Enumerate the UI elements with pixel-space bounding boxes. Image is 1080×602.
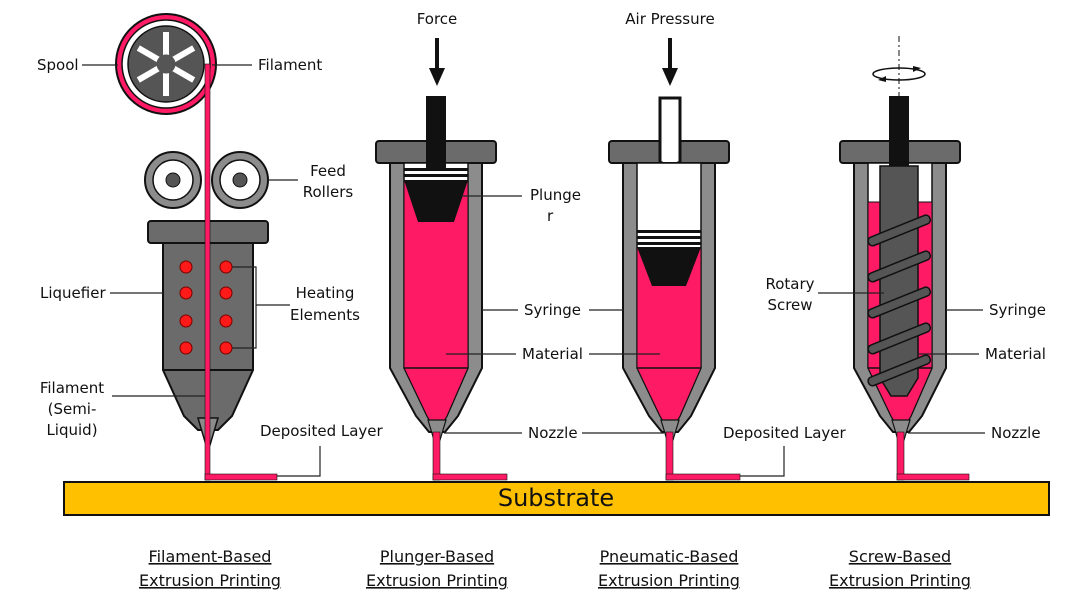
filament-semi-liquid-label-2: (Semi- (48, 400, 97, 418)
pneumatic-extrudate (665, 431, 674, 481)
caption-screw-1: Screw-Based (849, 547, 951, 566)
filament-label: Filament (258, 56, 322, 74)
plunger-label-2: r (547, 207, 554, 225)
caption-filament-2: Extrusion Printing (139, 571, 281, 590)
rotary-screw-label: Rotary (765, 275, 814, 293)
rotary-screw-label-2: Screw (767, 296, 812, 314)
feed-roller-right (211, 151, 269, 209)
plunger-based-extruder: Force Plunge r Syringe Material Nozzle (375, 10, 583, 481)
caption-pneumatic-2: Extrusion Printing (598, 571, 740, 590)
plunger-head (404, 180, 468, 222)
caption-plunger-1: Plunger-Based (380, 547, 494, 566)
substrate-bar (63, 481, 1050, 516)
material-label-2: Material (985, 345, 1046, 363)
pneumatic-based-extruder: Air Pressure Deposited Layer (582, 10, 847, 481)
material-label-1: Material (522, 345, 583, 363)
pneumatic-piston (637, 247, 701, 286)
plunger-extrudate (432, 431, 441, 481)
plunger-rod (426, 96, 446, 170)
syringe-label-1: Syringe (524, 301, 581, 319)
deposited-layer-label-1: Deposited Layer (260, 422, 384, 440)
screw-extrudate (896, 431, 905, 481)
caption-screw-2: Extrusion Printing (829, 571, 971, 590)
air-pressure-label: Air Pressure (625, 10, 714, 28)
caption-plunger-2: Extrusion Printing (366, 571, 508, 590)
force-label: Force (417, 10, 458, 28)
filament-strand (204, 63, 211, 481)
caption-filament-1: Filament-Based (149, 547, 272, 566)
nozzle-label-1: Nozzle (528, 424, 578, 442)
liquefier-label: Liquefier (40, 284, 106, 302)
heating-elements (179, 260, 233, 355)
syringe-label-2: Syringe (989, 301, 1046, 319)
heating-elements-label-2: Elements (290, 306, 360, 324)
heating-elements-label: Heating (296, 284, 355, 302)
rotation-icon (872, 67, 926, 81)
deposited-layer-label-2: Deposited Layer (723, 424, 847, 442)
filament-semi-liquid-label-3: Liquid) (46, 421, 97, 439)
spool-label: Spool (37, 56, 79, 74)
substrate-label: Substrate (498, 484, 614, 512)
force-arrow (429, 68, 445, 86)
nozzle-label-2: Nozzle (991, 424, 1041, 442)
screw-drive-rod (889, 96, 909, 166)
filament-based-extruder: Spool Filament Feed Rollers Liquefier He… (37, 13, 384, 481)
screw-based-extruder: Rotary Screw Syringe Material Nozzle (765, 36, 1046, 481)
feed-rollers-label-2: Rollers (303, 183, 354, 201)
screw-threads (867, 214, 932, 387)
feed-rollers-label: Feed (310, 162, 346, 180)
captions: Filament-Based Extrusion Printing Plunge… (139, 547, 971, 590)
filament-deposited-layer (204, 473, 278, 481)
filament-semi-liquid-label: Filament (40, 379, 104, 397)
caption-pneumatic-1: Pneumatic-Based (600, 547, 739, 566)
air-pressure-arrow (662, 68, 678, 86)
feed-roller-left (144, 151, 202, 209)
plunger-label: Plunge (530, 186, 581, 204)
